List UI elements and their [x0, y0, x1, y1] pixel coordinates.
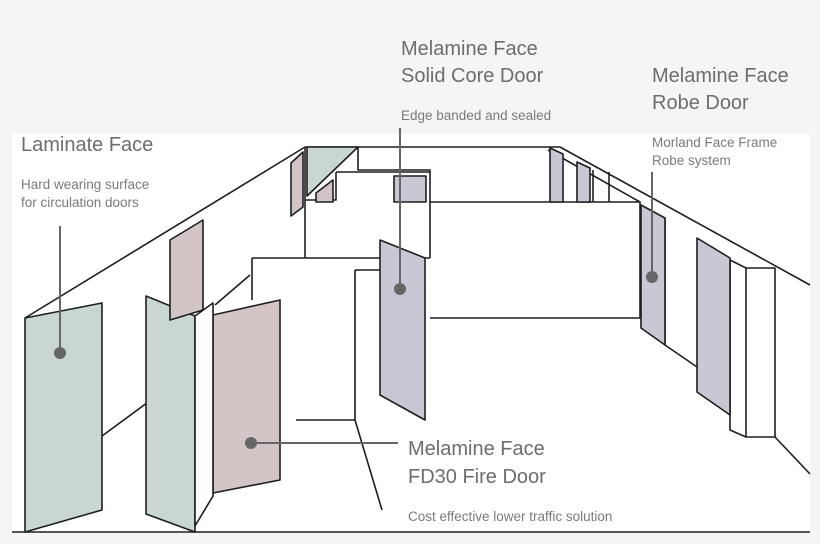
leader-dots — [54, 271, 658, 449]
laminate-door-front — [24, 302, 103, 533]
laminate-dot — [54, 347, 66, 359]
robe-door-2 — [696, 237, 731, 416]
laminate-door-back — [306, 146, 359, 197]
leader-lines — [59, 128, 653, 444]
laminate-title: Laminate Face — [21, 134, 154, 156]
fire-title-1: Melamine Face — [408, 438, 545, 460]
solid-core-title-1: Melamine Face — [401, 38, 538, 60]
laminate-door-folded — [145, 295, 196, 533]
pink-door-small — [290, 151, 304, 217]
robe-title-2: Robe Door — [652, 92, 749, 114]
laminate-desc-2: for circulation doors — [21, 195, 139, 210]
solid-core-title-2: Solid Core Door — [401, 65, 544, 87]
robe-desc-2: Robe system — [652, 153, 731, 168]
robe-dot — [646, 271, 658, 283]
folding-door-frame — [194, 302, 214, 527]
fire-title-2: FD30 Fire Door — [408, 466, 546, 488]
laminate-desc-1: Hard wearing surface — [21, 177, 150, 192]
solid-core-door — [379, 239, 426, 421]
fire-door — [212, 299, 281, 494]
pink-door-small-2 — [315, 179, 334, 203]
back-door-lilac — [393, 175, 427, 203]
back-door-lilac-3 — [576, 161, 591, 203]
solid-core-desc: Edge banded and sealed — [401, 108, 552, 123]
solid-core-dot — [394, 283, 406, 295]
room-outline — [12, 146, 811, 533]
robe-title-1: Melamine Face — [652, 65, 789, 87]
fire-desc: Cost effective lower traffic solution — [408, 509, 613, 524]
robe-desc-1: Morland Face Frame — [652, 135, 778, 150]
doors — [24, 146, 731, 533]
fire-dot — [245, 437, 257, 449]
back-door-lilac-2 — [549, 147, 564, 203]
